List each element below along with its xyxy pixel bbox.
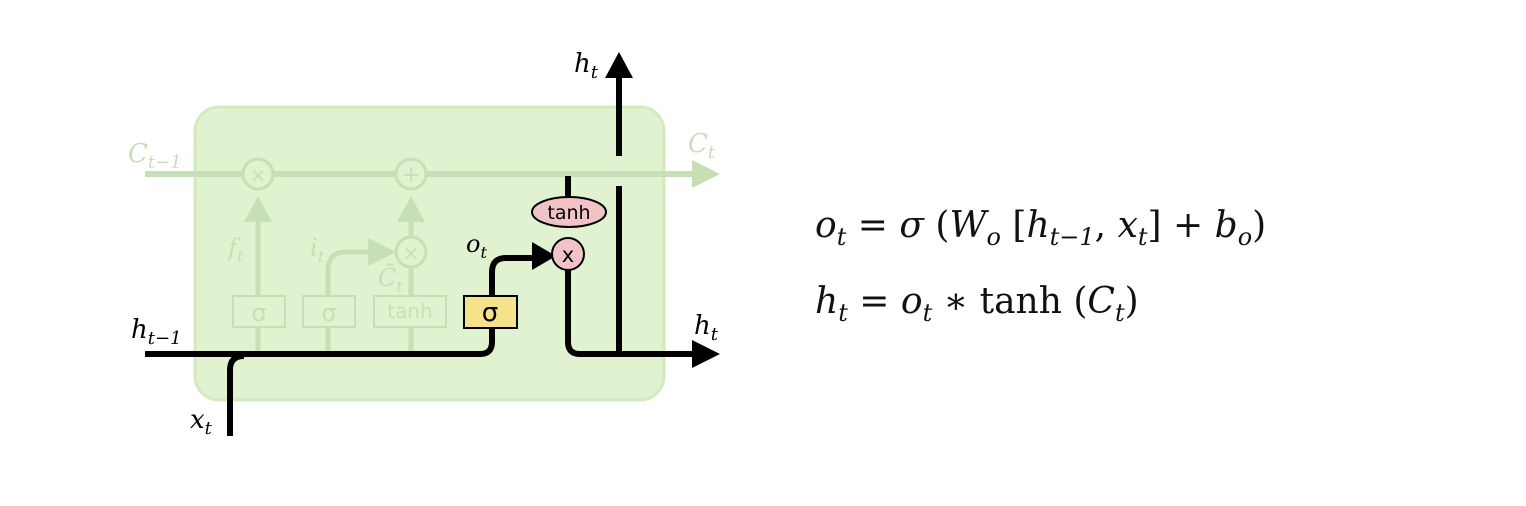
forget-gate-path	[244, 196, 272, 352]
c-tilde-label: C̃t	[378, 264, 403, 296]
output-multiply-op: x	[551, 237, 585, 271]
forget-multiply-op: ×	[241, 157, 275, 191]
i-gate-label: it	[310, 234, 325, 266]
c-next-label: Ct	[688, 129, 716, 163]
lstm-output-gate-diagram: × + × σ σ tanh Ct−1 Ct ft it C̃t	[128, 49, 720, 439]
svg-text:tanh: tanh	[547, 202, 590, 224]
h-right-arrowhead	[692, 340, 720, 368]
x-input-label: xt	[190, 405, 213, 439]
o-gate-label: ot	[466, 230, 487, 262]
input-multiply-op: ×	[394, 235, 428, 269]
hidden-state-equation: ht = ot ∗ tanh (Ct)	[815, 281, 1139, 327]
svg-text:tanh: tanh	[387, 299, 432, 323]
h-right-label: ht	[694, 311, 719, 345]
output-sigma-gate: σ	[463, 295, 518, 329]
input-gate-path	[325, 238, 396, 352]
equations: ot = σ (Wo [ht−1, xt] + bo) ht = ot ∗ ta…	[815, 188, 1266, 340]
cell-add-op: +	[394, 157, 428, 191]
output-tanh-op: tanh	[531, 196, 607, 228]
forget-sigma-gate: σ	[232, 295, 286, 328]
h-top-arrowhead	[605, 52, 633, 78]
svg-text:σ: σ	[321, 299, 336, 327]
output-path	[565, 76, 698, 357]
o-gate-arrowhead	[532, 242, 556, 270]
candidate-tanh-gate: tanh	[373, 295, 447, 328]
svg-text:σ: σ	[251, 299, 266, 327]
hidden-input-path	[145, 255, 540, 436]
svg-text:σ: σ	[482, 298, 498, 328]
svg-text:×: ×	[403, 241, 420, 265]
input-sigma-gate: σ	[302, 295, 356, 328]
svg-text:×: ×	[250, 163, 267, 187]
c-prev-label: Ct−1	[128, 139, 182, 173]
output-gate-equation: ot = σ (Wo [ht−1, xt] + bo)	[815, 205, 1267, 251]
h-top-label: ht	[574, 49, 599, 83]
h-prev-label: ht−1	[131, 315, 182, 349]
svg-text:x: x	[562, 243, 574, 267]
svg-text:+: +	[402, 163, 420, 188]
